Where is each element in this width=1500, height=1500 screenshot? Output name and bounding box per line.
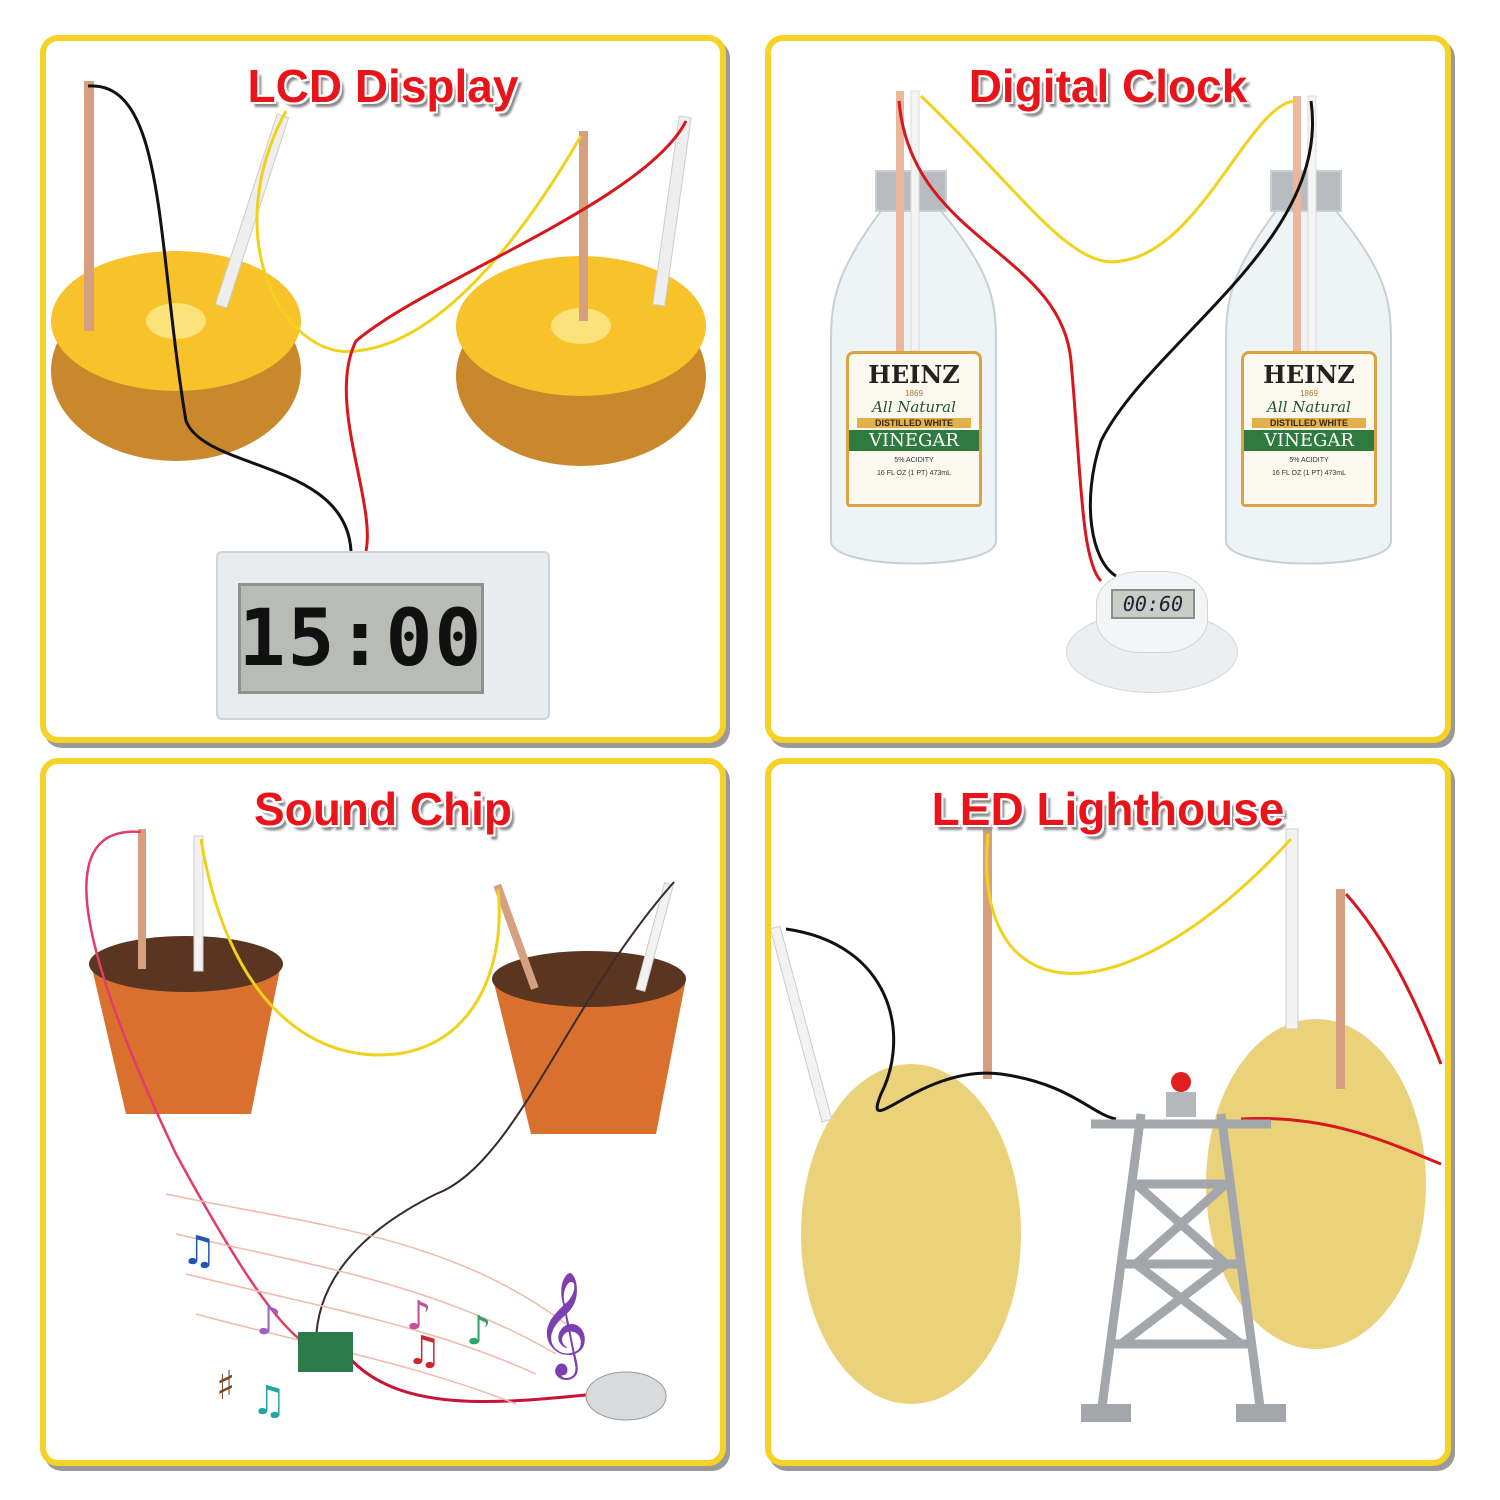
label-tagline: All Natural bbox=[872, 398, 956, 416]
potato-right bbox=[1206, 1019, 1426, 1349]
black-wire bbox=[87, 84, 353, 552]
zinc-electrode bbox=[771, 925, 833, 1123]
bottle-label-right: HEINZ 1869 All Natural DISTILLED WHITE V… bbox=[1241, 351, 1377, 507]
red-wire bbox=[897, 100, 1103, 583]
pink-wire bbox=[85, 830, 307, 1346]
label-type: DISTILLED WHITE bbox=[857, 418, 971, 428]
panel-led-lighthouse: LED Lighthouse bbox=[765, 758, 1451, 1466]
pineapple-left bbox=[51, 251, 301, 461]
panel-title: Sound Chip bbox=[253, 783, 513, 835]
panel-digital-clock: Digital Clock HEINZ 1869 All Natural DIS… bbox=[765, 35, 1451, 743]
label-acidity: 5% ACIDITY bbox=[1289, 457, 1329, 464]
label-year: 1869 bbox=[1300, 389, 1318, 398]
label-brand: HEINZ bbox=[1263, 360, 1355, 389]
yellow-wire bbox=[255, 110, 583, 354]
pot-right bbox=[492, 951, 686, 1134]
svg-text:♪: ♪ bbox=[406, 1293, 432, 1339]
black-wire bbox=[1088, 100, 1315, 578]
copper-electrode bbox=[579, 131, 588, 321]
lighthouse-cap bbox=[1166, 1092, 1196, 1117]
yellow-wire bbox=[985, 833, 1293, 975]
red-wire bbox=[344, 1353, 597, 1404]
svg-text:𝄞: 𝄞 bbox=[536, 1271, 589, 1380]
panel-title: Digital Clock bbox=[968, 60, 1248, 112]
yellow-wire bbox=[919, 94, 1297, 264]
zinc-electrode bbox=[635, 882, 674, 992]
black-wire bbox=[315, 881, 675, 1345]
lcd-screen: 15:00 bbox=[238, 583, 484, 694]
svg-text:♪: ♪ bbox=[466, 1308, 492, 1354]
digital-clock-module: 00:60 bbox=[1066, 571, 1238, 696]
pot-left bbox=[89, 936, 283, 1114]
speaker-buzzer bbox=[585, 1371, 667, 1421]
svg-text:♫: ♫ bbox=[181, 1228, 217, 1274]
clock-screen: 00:60 bbox=[1111, 589, 1195, 619]
potato-left bbox=[801, 1064, 1021, 1404]
soil-battery-illustration: ♫ ♪ 𝄞 ♫ ♫ ♯ ♪ ♪ bbox=[85, 829, 686, 1424]
label-type: DISTILLED WHITE bbox=[1252, 418, 1366, 428]
panel-lcd-display: LCD Display 15:00 bbox=[40, 35, 726, 743]
music-staff-lines bbox=[165, 1193, 567, 1405]
zinc-electrode bbox=[1285, 828, 1299, 1030]
panel-sound-chip: Sound Chip ♫ ♪ 𝄞 ♫ ♫ ♯ bbox=[40, 758, 726, 1466]
copper-electrode bbox=[493, 883, 539, 990]
panel-title: LCD Display bbox=[247, 60, 519, 112]
svg-text:♪: ♪ bbox=[256, 1298, 282, 1344]
pineapple-right bbox=[456, 256, 706, 466]
label-tagline: All Natural bbox=[1267, 398, 1351, 416]
red-wire bbox=[1240, 892, 1443, 1166]
label-product: VINEGAR bbox=[849, 430, 979, 451]
music-notes-icon: ♫ ♪ 𝄞 ♫ ♫ ♯ ♪ ♪ bbox=[181, 1228, 589, 1424]
potato-battery-illustration bbox=[771, 828, 1443, 1422]
sound-chip-board bbox=[298, 1332, 353, 1372]
label-brand: HEINZ bbox=[868, 360, 960, 389]
copper-electrode bbox=[983, 829, 992, 1079]
lighthouse-tower bbox=[1091, 1113, 1271, 1415]
svg-text:♯: ♯ bbox=[216, 1363, 235, 1409]
zinc-electrode bbox=[910, 90, 920, 352]
label-year: 1869 bbox=[905, 389, 923, 398]
zinc-electrode bbox=[193, 835, 204, 972]
red-led-icon bbox=[1171, 1072, 1191, 1092]
panel-title: LED Lighthouse bbox=[931, 783, 1285, 835]
copper-electrode bbox=[1293, 96, 1301, 356]
copper-electrode bbox=[896, 91, 904, 351]
label-acidity: 5% ACIDITY bbox=[894, 457, 934, 464]
zinc-electrode bbox=[652, 115, 692, 307]
pineapple-battery-illustration bbox=[51, 81, 706, 552]
svg-text:♫: ♫ bbox=[406, 1328, 442, 1374]
red-wire bbox=[344, 120, 688, 552]
label-volume: 16 FL OZ (1 PT) 473mL bbox=[1271, 470, 1347, 477]
copper-electrode bbox=[84, 81, 94, 331]
copper-electrode bbox=[138, 829, 146, 969]
lcd-module: 15:00 bbox=[216, 551, 550, 720]
svg-text:♫: ♫ bbox=[251, 1378, 287, 1424]
copper-electrode bbox=[1336, 889, 1345, 1089]
label-volume: 16 FL OZ (1 PT) 473mL bbox=[876, 470, 952, 477]
bottle-label-left: HEINZ 1869 All Natural DISTILLED WHITE V… bbox=[846, 351, 982, 507]
black-wire bbox=[785, 927, 1117, 1121]
yellow-wire bbox=[199, 838, 501, 1057]
label-product: VINEGAR bbox=[1244, 430, 1374, 451]
